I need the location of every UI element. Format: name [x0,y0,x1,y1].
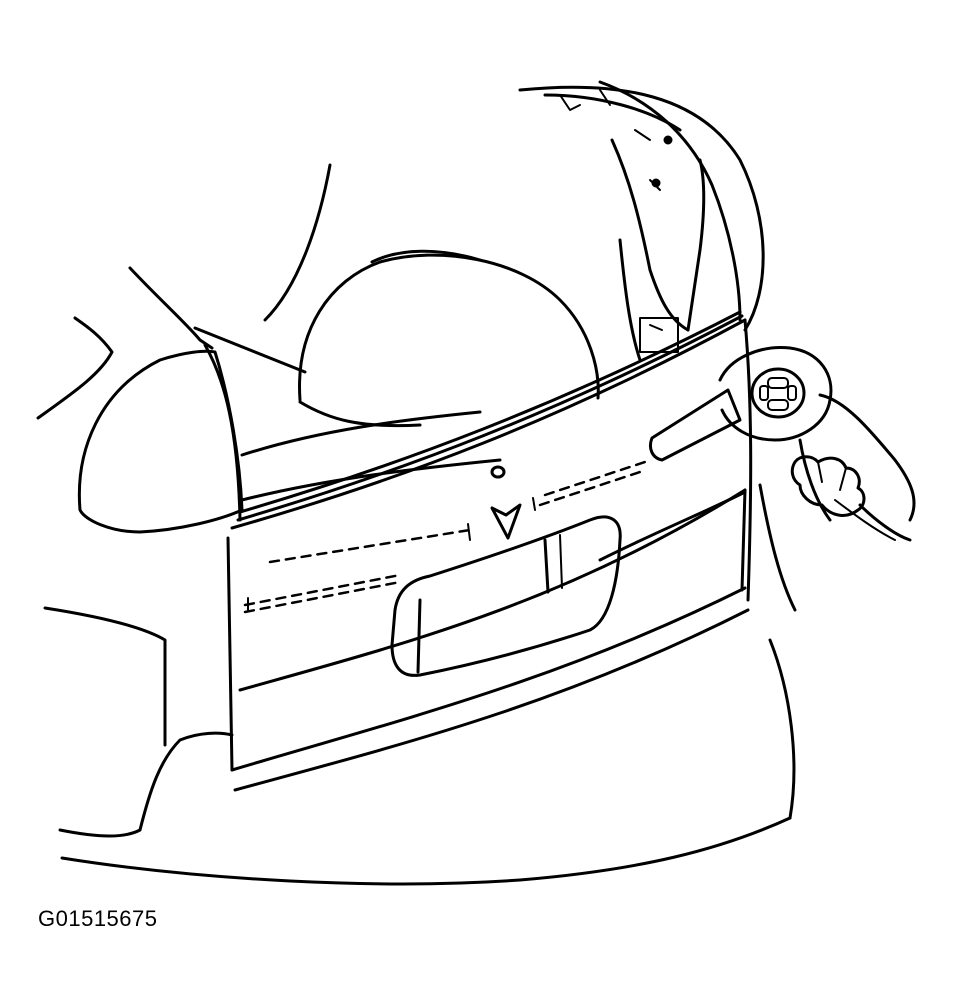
seat-cushion [298,400,422,428]
nameplate-guidelines [243,460,647,614]
gate-lower-panel-right [740,488,747,592]
lower-bumper-edge [60,816,792,886]
roof-edge-outer [518,85,765,332]
license-plate-pocket [390,515,622,677]
cargo-floor-bottom [240,458,502,502]
heat-gun-handle [798,438,832,522]
heat-gun-nozzle [648,388,742,462]
wrist-line [858,503,912,542]
left-taillamp [77,349,244,534]
seat-back-left [128,266,214,350]
pillar-outer [598,80,742,322]
seat-back-top [193,326,307,374]
right-body-side [758,483,797,612]
gate-lower-panel [238,488,747,692]
hand-fingers [790,455,866,517]
vehicle-body [36,316,797,886]
guideline-upper-right [543,460,647,497]
headrest-inner [370,249,482,264]
gate-bottom-lip [233,608,750,792]
guideline-upper-right-2 [538,470,642,507]
heat-gun-vent [750,367,806,419]
pillar-strut [686,158,706,332]
hand-outline [818,393,916,522]
left-inner-pillar [203,343,242,522]
plate-pocket-inner-right [543,538,550,594]
gate-recess-line [598,490,747,562]
keyhole-icon [490,465,506,479]
gate-top-edge-2 [238,310,742,514]
guideline-lower-left [243,573,402,607]
guideline-upper-left [268,528,472,564]
left-body-side [43,606,167,747]
heat-gun-body [718,346,833,442]
gate-left-edge [226,536,234,772]
guideline-mid [243,580,402,614]
plate-pocket-outline [390,515,622,677]
pillar-inner [610,138,690,332]
plate-pocket-inner-left [416,598,422,674]
cargo-floor-top [240,410,482,457]
gate-bottom-edge [230,586,747,772]
hand [790,393,916,542]
gate-top-edge [230,318,747,530]
arrowhead-emblem-icon [490,503,522,540]
figure-code: G01515675 [38,906,158,931]
headrest-outline [298,253,600,402]
pillar-inner-2 [618,238,642,362]
left-lower-bumper [58,731,234,838]
cargo-interior [128,163,600,522]
left-quarter-upper-curve [36,316,114,420]
right-bumper-curve [768,638,796,820]
liftgate-panel [226,310,753,792]
gate-top-trim [236,314,744,522]
gate-right-edge [743,318,753,602]
seat-back-shape [263,163,332,322]
emblem-group [490,465,522,540]
